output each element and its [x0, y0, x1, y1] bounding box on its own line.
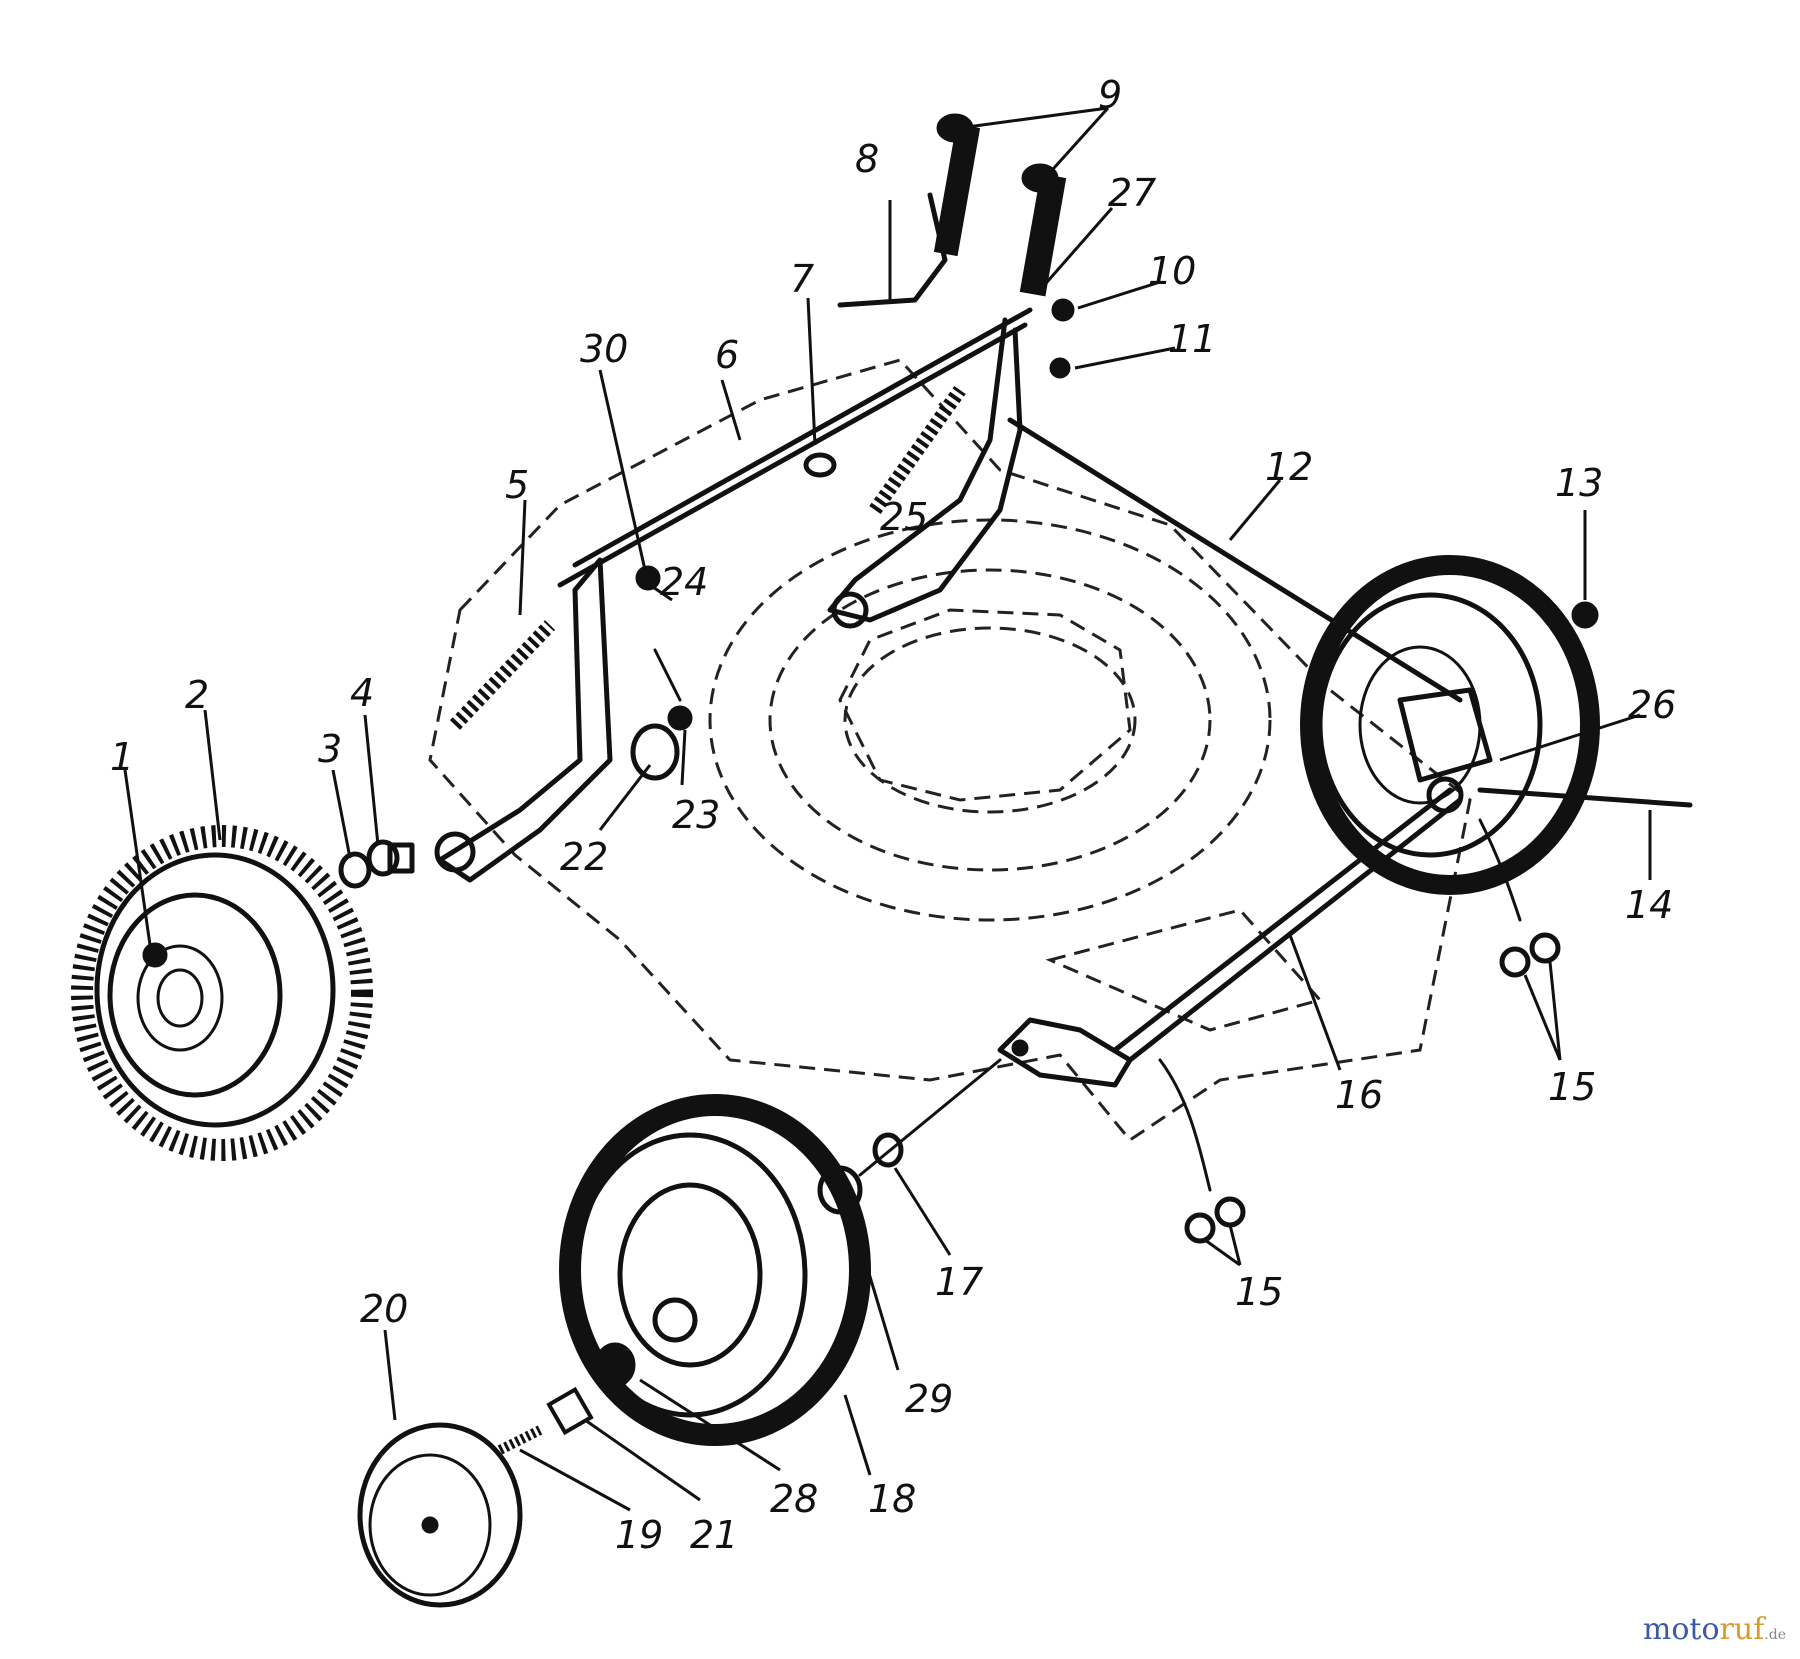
callout-7: 7 [790, 257, 814, 301]
callout-29: 29 [905, 1377, 953, 1421]
callout-14: 14 [1625, 883, 1673, 927]
washer-17 [872, 1132, 904, 1168]
watermark-part-1: moto [1642, 1612, 1720, 1647]
callout-22: 22 [560, 835, 608, 879]
callout-6: 6 [715, 333, 739, 377]
callout-5: 5 [505, 463, 529, 507]
leader-lines [123, 106, 1652, 1512]
callout-3: 3 [318, 727, 342, 771]
rear-axle-16 [997, 776, 1522, 1192]
callout-28: 28 [770, 1477, 818, 1521]
callout-15b: 15 [1235, 1270, 1283, 1314]
callout-1: 1 [110, 735, 134, 779]
wheel-front-right [559, 1094, 871, 1446]
callout-4: 4 [350, 671, 374, 715]
callout-13: 13 [1555, 461, 1603, 505]
callout-21: 21 [690, 1513, 738, 1557]
height-adjust-levers [557, 113, 1075, 629]
callout-27: 27 [1108, 171, 1156, 215]
washers-3-4 [338, 839, 415, 889]
callout-26: 26 [1628, 683, 1676, 727]
callout-18: 18 [868, 1477, 916, 1521]
callout-16: 16 [1335, 1073, 1383, 1117]
callout-23: 23 [672, 793, 720, 837]
callout-20: 20 [360, 1287, 408, 1331]
rod-12 [1007, 417, 1463, 703]
callout-15a: 15 [1548, 1065, 1596, 1109]
callout-11: 11 [1168, 317, 1216, 361]
callout-labels: 1 2 3 4 5 6 7 8 9 10 11 12 13 14 15 15 1… [110, 73, 1676, 1557]
wheel-rear-right [1300, 555, 1693, 895]
callout-8: 8 [855, 137, 879, 181]
axle-line-17 [858, 1058, 1002, 1177]
callout-12: 12 [1265, 445, 1313, 489]
callout-25: 25 [880, 495, 928, 539]
callout-9: 9 [1098, 73, 1122, 117]
callout-2: 2 [185, 673, 209, 717]
wheel-front-left [71, 825, 373, 1161]
callout-19: 19 [615, 1513, 663, 1557]
watermark-logo: motoruf.de [1643, 1612, 1786, 1647]
watermark-part-2: ruf [1719, 1612, 1765, 1647]
callout-17: 17 [935, 1260, 983, 1304]
callout-30: 30 [580, 327, 628, 371]
watermark-part-3: .de [1764, 1627, 1786, 1643]
left-height-bracket [434, 557, 693, 883]
hub-cap-20 [357, 1386, 594, 1608]
callout-10: 10 [1148, 249, 1196, 293]
callout-24: 24 [660, 560, 708, 604]
